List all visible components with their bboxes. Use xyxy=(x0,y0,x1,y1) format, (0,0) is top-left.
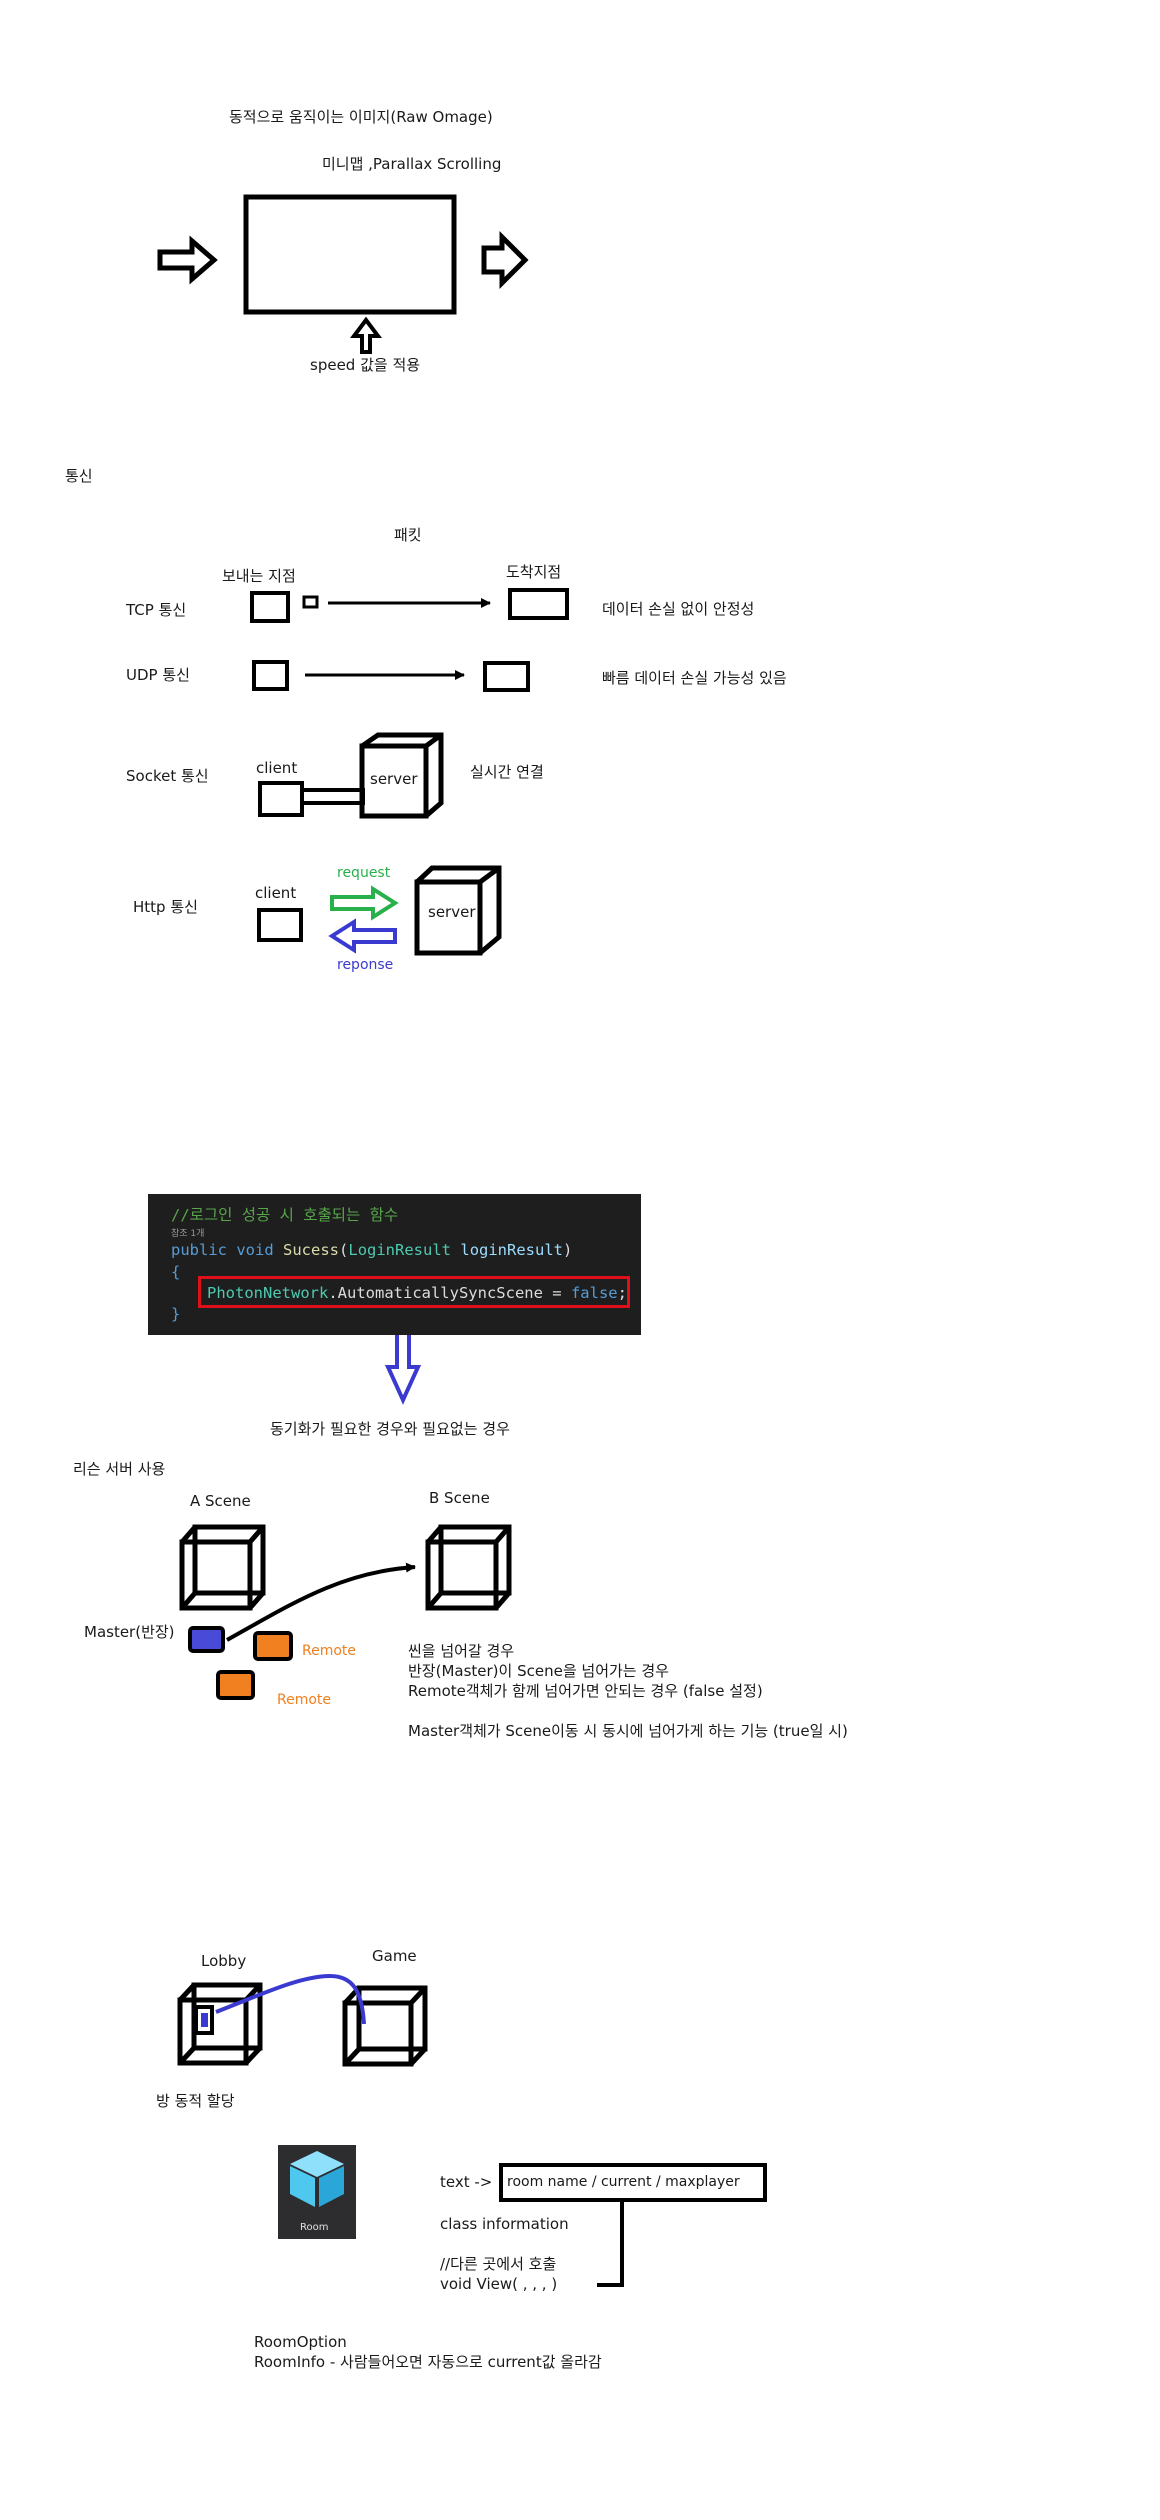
packet-label: 패킷 xyxy=(394,526,422,544)
code-param-type: LoginResult xyxy=(348,1241,452,1259)
http-request-arrow xyxy=(330,885,399,921)
http-response-label: reponse xyxy=(337,957,394,973)
code-member-access: .AutomaticallySyncScene = xyxy=(328,1284,571,1302)
room-fields-text: room name / current / maxplayer xyxy=(507,2174,740,2190)
code-kw-public: public xyxy=(171,1241,227,1259)
http-server-cube xyxy=(414,865,502,956)
http-client-label: client xyxy=(255,884,297,902)
parallax-subtitle: 미니맵 ,Parallax Scrolling xyxy=(322,155,502,173)
tcp-packet xyxy=(302,595,319,609)
remote-object-2 xyxy=(216,1670,255,1700)
game-cube xyxy=(342,1985,428,2067)
code-paren-close: ) xyxy=(563,1241,573,1259)
code-signature-line: public void Sucess(LoginResult loginResu… xyxy=(171,1241,572,1260)
http-client-box xyxy=(257,908,303,942)
master-to-scene-b-arrow xyxy=(226,1562,416,1642)
socket-client-label: client xyxy=(256,759,298,777)
send-point-label: 보내는 지점 xyxy=(222,567,296,585)
socket-server-label: server xyxy=(370,770,418,788)
socket-label: Socket 통신 xyxy=(126,767,209,785)
scene-note-5: Master객체가 Scene이동 시 동시에 넘어가게 하는 기능 (true… xyxy=(408,1722,848,1740)
code-semicolon: ; xyxy=(617,1284,627,1302)
network-heading: 통신 xyxy=(65,467,93,485)
code-kw-false: false xyxy=(570,1284,618,1302)
listen-server-heading: 리슨 서버 사용 xyxy=(73,1460,166,1478)
lobby-to-game-link xyxy=(215,1973,366,2025)
right-hollow-arrow xyxy=(481,230,529,290)
scene-note-2: 반장(Master)이 Scene을 넘어가는 경우 xyxy=(408,1662,669,1680)
scene-a-cube xyxy=(179,1524,266,1611)
left-hollow-arrow xyxy=(157,235,218,285)
arrival-point-label: 도착지점 xyxy=(506,563,562,581)
remote-object-1 xyxy=(253,1631,293,1661)
class-info-label: class information xyxy=(440,2215,569,2233)
room-fields-connector xyxy=(597,2200,624,2287)
lobby-label: Lobby xyxy=(201,1952,247,1970)
udp-note: 빠름 데이터 손실 가능성 있음 xyxy=(602,669,787,687)
room-cube-icon xyxy=(290,2151,344,2207)
udp-label: UDP 통신 xyxy=(126,666,190,684)
lobby-room-marker xyxy=(201,2013,208,2027)
scene-b-label: B Scene xyxy=(429,1489,490,1507)
master-label: Master(반장) xyxy=(84,1623,175,1641)
call-comment: //다른 곳에서 호출 xyxy=(440,2255,557,2273)
room-icon-label: Room xyxy=(300,2222,329,2233)
udp-arrival-box xyxy=(483,661,530,692)
lobby-cube xyxy=(177,1982,263,2066)
remote-label-1: Remote xyxy=(302,1643,357,1659)
code-caption: 동기화가 필요한 경우와 필요없는 경우 xyxy=(270,1420,510,1438)
speed-up-arrow xyxy=(350,316,382,354)
scene-note-1: 씬을 넘어갈 경우 xyxy=(408,1642,515,1660)
code-brace-close: } xyxy=(171,1305,181,1323)
code-sync-line: PhotonNetwork.AutomaticallySyncScene = f… xyxy=(207,1284,627,1303)
parallax-title: 동적으로 움직이는 이미지(Raw Omage) xyxy=(229,108,493,126)
room-fields-box xyxy=(499,2163,767,2202)
socket-client-box xyxy=(258,781,304,817)
socket-note: 실시간 연결 xyxy=(470,763,544,781)
http-request-label: request xyxy=(337,865,391,881)
code-paren-open: ( xyxy=(339,1241,349,1259)
tcp-arrival-box xyxy=(508,588,569,620)
code-snippet-panel xyxy=(148,1194,641,1335)
code-method-name: Sucess xyxy=(283,1241,340,1259)
code-kw-void: void xyxy=(236,1241,274,1259)
code-comment: //로그인 성공 시 호출되는 함수 xyxy=(171,1206,399,1224)
scene-b-cube xyxy=(425,1524,512,1611)
code-ref-count: 참조 1개 xyxy=(171,1229,205,1239)
socket-server-cube xyxy=(359,732,444,819)
code-brace-open: { xyxy=(171,1263,181,1281)
code-param-name: loginResult xyxy=(460,1241,564,1259)
game-label: Game xyxy=(372,1947,417,1965)
scene-note-3: Remote객체가 함께 넘어가면 안되는 경우 (false 설정) xyxy=(408,1682,763,1700)
speed-note: speed 값을 적용 xyxy=(310,356,421,374)
raw-image-frame xyxy=(243,194,457,315)
code-down-arrow xyxy=(384,1328,422,1405)
socket-connection-pipe xyxy=(300,788,365,805)
udp-send-box xyxy=(252,660,289,691)
room-option-label: RoomOption xyxy=(254,2333,347,2351)
tcp-note: 데이터 손실 없이 안정성 xyxy=(602,600,755,618)
tcp-send-box xyxy=(250,591,290,623)
scene-a-label: A Scene xyxy=(190,1492,251,1510)
room-info-label: RoomInfo - 사람들어오면 자동으로 current값 올라감 xyxy=(254,2353,602,2371)
tcp-label: TCP 통신 xyxy=(126,601,187,619)
text-arrow-label: text -> xyxy=(440,2173,493,2191)
remote-label-2: Remote xyxy=(277,1692,332,1708)
master-object xyxy=(188,1626,225,1653)
http-server-label: server xyxy=(428,903,476,921)
http-label: Http 통신 xyxy=(133,898,198,916)
code-highlight-box xyxy=(198,1276,630,1308)
http-response-arrow xyxy=(328,918,397,954)
room-alloc-label: 방 동적 할당 xyxy=(156,2092,235,2110)
code-class-name: PhotonNetwork xyxy=(207,1284,329,1302)
view-call: void View( , , , ) xyxy=(440,2275,558,2293)
